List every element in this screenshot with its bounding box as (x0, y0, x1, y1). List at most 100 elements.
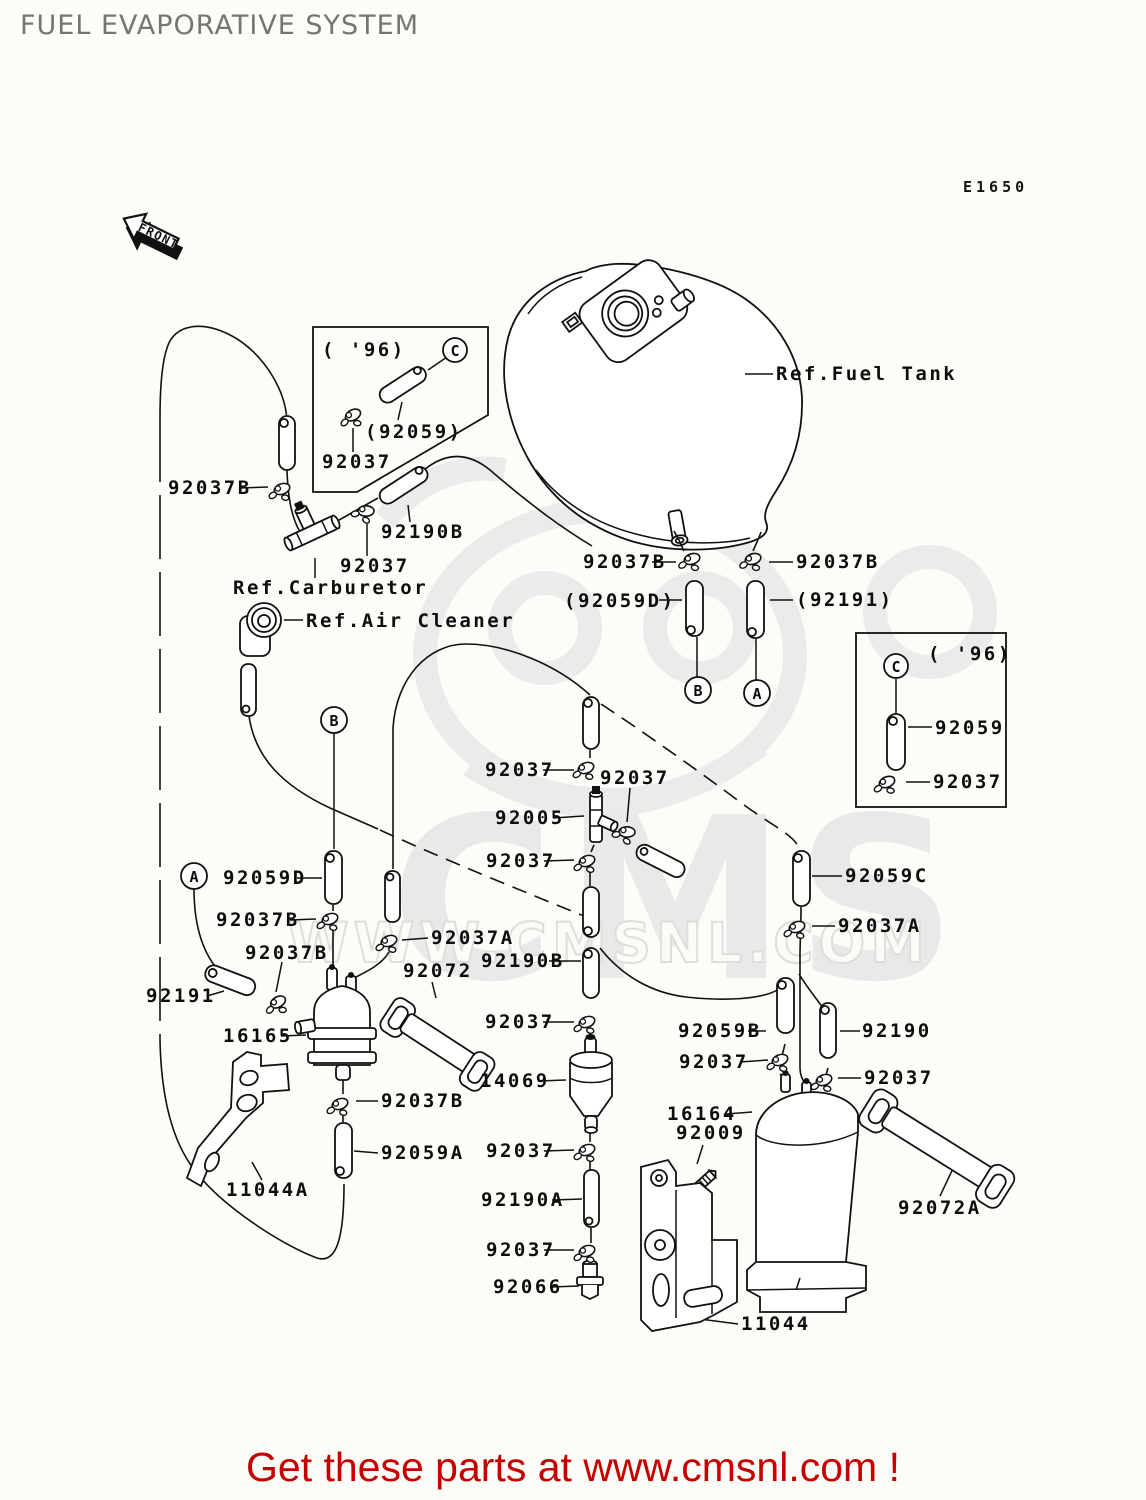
label-92059b: 92059B (678, 1020, 762, 1042)
canister-16164 (746, 1070, 867, 1313)
clamp-icon (348, 500, 377, 527)
label-92037-center6: 92037 (486, 1239, 556, 1261)
callout-c-right-label: C (891, 658, 900, 676)
clamp-icon (570, 1141, 599, 1166)
label-92037a-center: 92037A (431, 927, 515, 949)
strap-92072 (379, 997, 496, 1092)
label-92059c: 92059C (845, 865, 929, 887)
tube-92190a (583, 1169, 600, 1228)
clamp-icon (261, 992, 292, 1020)
tube-92059d (324, 850, 343, 905)
inset-left-tube-92059 (378, 366, 427, 404)
callouts: C C B A B A (180, 337, 909, 890)
tube-xcolumn (384, 870, 401, 923)
label-92009: 92009 (676, 1122, 746, 1144)
callout-a-left-label: A (189, 868, 198, 886)
tube-92191-paren (746, 580, 765, 639)
page-title: FUEL EVAPORATIVE SYSTEM (20, 10, 420, 41)
label-92066: 92066 (493, 1276, 563, 1298)
label-92037-inset-left: 92037 (322, 451, 392, 473)
label-92037b-left2: 92037B (245, 942, 329, 964)
callout-c-left (442, 337, 468, 363)
diagram-code: E1650 (963, 178, 1028, 196)
parts (185, 415, 1016, 1332)
label-92037-center1: 92037 (485, 759, 555, 781)
tube-92190b-center (582, 947, 600, 999)
label-11044: 11044 (741, 1313, 811, 1335)
valve-92066 (576, 1259, 604, 1301)
label-92059-inset-right: 92059 (935, 717, 1005, 739)
label-92072: 92072 (403, 960, 473, 982)
air-cleaner-elbow (239, 602, 282, 657)
label-year96-right: ( '96) (928, 643, 1012, 665)
tube-92059c (792, 850, 811, 907)
bracket-11044a (185, 1051, 290, 1188)
label-92037-inset-right: 92037 (933, 771, 1003, 793)
label-92059-paren: (92059) (365, 421, 463, 443)
label-16165: 16165 (223, 1025, 293, 1047)
inset-box-left (312, 326, 489, 493)
callout-b-left (320, 706, 348, 734)
label-11044a: 11044A (226, 1179, 310, 1201)
clamp-icon (323, 1095, 352, 1120)
tube-92059a (334, 1122, 353, 1179)
carburetor-tee-fitting (283, 500, 341, 552)
label-year96-left: ( '96) (322, 339, 406, 361)
label-ref-carburetor: Ref.Carburetor (233, 577, 428, 599)
label-92037b-far-left: 92037B (168, 477, 252, 499)
callout-b-tank (684, 676, 712, 704)
callout-b-left-label: B (329, 712, 338, 730)
hose-aircleaner-dashed (379, 829, 585, 917)
canister-16165 (293, 964, 377, 1081)
callout-a-tank (743, 679, 771, 707)
leader-lines (206, 356, 959, 1325)
callout-a-left (180, 862, 208, 890)
tube-center-top (582, 696, 600, 750)
label-92005: 92005 (495, 807, 565, 829)
callout-a-tank-label: A (752, 685, 761, 703)
hose-to-92059c-dashed (600, 703, 800, 849)
callout-c-right (883, 653, 909, 679)
label-92037-center4: 92037 (485, 1011, 555, 1033)
tube-92191 (204, 964, 257, 997)
label-92037b-tank-right: 92037B (796, 551, 880, 573)
callout-b-tank-label: B (693, 682, 702, 700)
tube-center-mid (582, 886, 600, 938)
label-92191-paren: (92191) (796, 589, 894, 611)
label-ref-fuel-tank: Ref.Fuel Tank (776, 363, 957, 385)
bracket-11044 (640, 1158, 738, 1332)
label-92059a: 92059A (381, 1142, 465, 1164)
label-92190a: 92190A (481, 1189, 565, 1211)
label-92037-center5: 92037 (486, 1140, 556, 1162)
label-92059d-paren: (92059D) (564, 590, 676, 612)
label-92059d: 92059D (223, 867, 307, 889)
tube-92190b-top (378, 466, 429, 505)
label-92190b-top: 92190B (381, 521, 465, 543)
label-92037-center3: 92037 (486, 850, 556, 872)
label-92037b-tank-left: 92037B (583, 551, 667, 573)
fuel-tank (503, 259, 803, 551)
part-labels: ( '96) (92059) 92037 92037B 92190B 92037… (146, 339, 1012, 1335)
front-arrow-icon: FRONT (116, 204, 187, 267)
label-92037-center2: 92037 (600, 767, 670, 789)
callout-c-left-label: C (450, 342, 459, 360)
footer-promo-text: Get these parts at www.cmsnl.com ! (246, 1444, 900, 1490)
clamp-icon (675, 550, 703, 574)
tube-angled-sleeve (635, 843, 686, 879)
label-ref-air-cleaner: Ref.Air Cleaner (306, 610, 515, 632)
label-92037-carb: 92037 (340, 555, 410, 577)
tube-92059d-paren (685, 580, 704, 637)
label-92037b-left3: 92037B (381, 1090, 465, 1112)
inset-left-clamp-icon (336, 405, 366, 432)
filter-14069 (569, 1034, 613, 1134)
label-92190b-center: 92190B (481, 950, 565, 972)
tee-92005 (589, 786, 619, 843)
watermark-logo: CMS (390, 770, 965, 1032)
tube-topleft (278, 415, 296, 471)
label-92037b-left1: 92037B (216, 909, 300, 931)
label-92191: 92191 (146, 985, 216, 1007)
label-92037-right1: 92037 (679, 1051, 749, 1073)
strap-92072a (858, 1088, 1016, 1209)
tube-92059b (776, 977, 795, 1034)
